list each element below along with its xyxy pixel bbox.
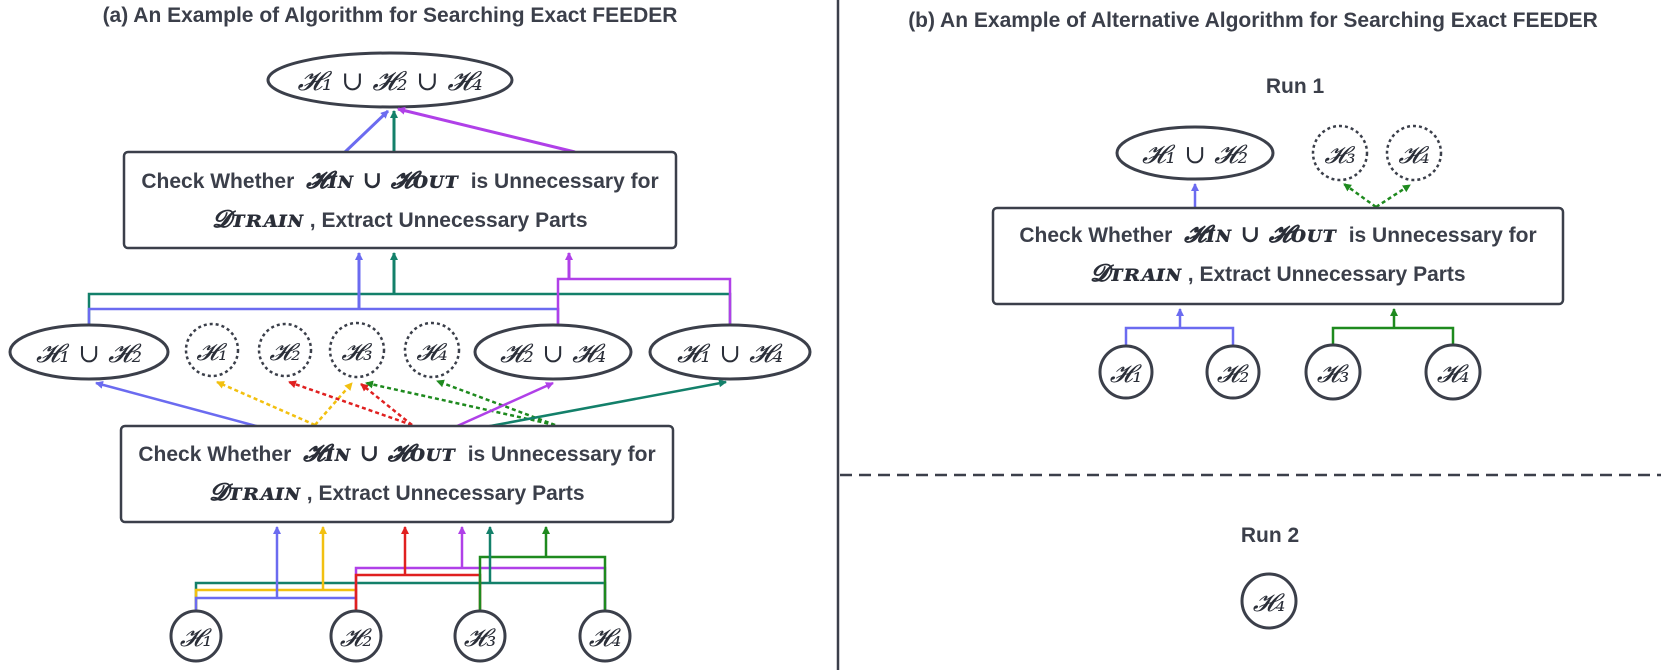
box-top-post2: , Extract Unnecessary Parts: [310, 209, 588, 232]
run1-input-h4: [1424, 343, 1482, 401]
process-box-top: [122, 150, 678, 250]
input-node-h1: [169, 609, 223, 663]
process-box-bottom: [119, 424, 675, 524]
box-top-math2: 𝓓ᴛʀᴀɪɴ: [212, 204, 304, 233]
run1-box-pre: Check Whether: [1019, 224, 1172, 247]
box-bottom-math: 𝓗ɪɴ ∪ 𝓗ᴏᴜᴛ: [302, 438, 456, 467]
run1-input-h4-label: 𝓗₄: [1437, 359, 1470, 388]
mid-node-h2-label: 𝓗₂: [269, 338, 300, 366]
edge-box-to-union-purple: [397, 106, 576, 154]
run1-box-line1: Check Whether 𝓗ɪɴ ∪ 𝓗ᴏᴜᴛ is Unnecessary …: [1019, 219, 1536, 248]
mid-node-h2-h4-label: 𝓗₂ ∪ 𝓗₄: [500, 339, 606, 369]
box-top-line2: 𝓓ᴛʀᴀɪɴ , Extract Unnecessary Parts: [212, 204, 587, 233]
mid-node-h4: [403, 321, 461, 379]
run1-output-label: 𝓗₁ ∪ 𝓗₂: [1142, 140, 1248, 170]
run1-edge-removed-h3: [1343, 182, 1377, 209]
box-top-pre: Check Whether: [141, 170, 294, 193]
box-top-line1: Check Whether 𝓗ɪɴ ∪ 𝓗ᴏᴜᴛ is Unnecessary …: [141, 165, 658, 194]
run1-removed-h3-label: 𝓗₃: [1324, 141, 1355, 169]
panel-b-title: (b) An Example of Alternative Algorithm …: [908, 9, 1598, 32]
collector-blue: [87, 307, 560, 330]
run1-input-h2: [1205, 344, 1261, 400]
run1-input-h1-label: 𝓗₁: [1110, 359, 1143, 388]
mid-node-h2-h4: [473, 323, 633, 381]
run1-box-post2: , Extract Unnecessary Parts: [1188, 263, 1466, 286]
mid-node-h3: [328, 321, 386, 379]
edge-to-h2-dotted: [288, 380, 413, 427]
run1-bus-blue: [1124, 326, 1235, 350]
run1-input-h2-label: 𝓗₂: [1217, 359, 1250, 388]
run1-edge-removed-h4: [1375, 183, 1411, 209]
box-top-post: is Unnecessary for: [471, 170, 659, 193]
edge-to-h2h4: [454, 381, 554, 429]
edge-to-h3-red-dotted: [360, 383, 413, 426]
mid-node-h1-h4: [648, 323, 812, 381]
run1-box-math2: 𝓓ᴛʀᴀɪɴ: [1090, 258, 1182, 287]
input-node-h2: [329, 609, 383, 663]
top-union-node: [266, 51, 514, 109]
run1-removed-h4: [1385, 124, 1443, 182]
box-top-math: 𝓗ɪɴ ∪ 𝓗ᴏᴜᴛ: [305, 165, 459, 194]
input-node-h1-label: 𝓗₁: [180, 623, 213, 652]
mid-node-h1-h2: [8, 323, 170, 381]
run1-box-post: is Unnecessary for: [1349, 224, 1537, 247]
input-node-h3-label: 𝓗₃: [464, 623, 497, 652]
box-bottom-pre: Check Whether: [138, 443, 291, 466]
box-bottom-post2: , Extract Unnecessary Parts: [307, 482, 585, 505]
edge-to-h1h4: [484, 379, 727, 429]
run1-box-line2: 𝓓ᴛʀᴀɪɴ , Extract Unnecessary Parts: [1090, 258, 1465, 287]
collector-teal: [87, 292, 732, 330]
run2-node-h4: [1240, 572, 1298, 630]
input-node-h3: [453, 609, 507, 663]
mid-node-h4-label: 𝓗₄: [416, 338, 447, 366]
edge-to-h1-dotted: [216, 380, 316, 427]
box-bottom-post: is Unnecessary for: [468, 443, 656, 466]
run1-removed-h4-label: 𝓗₄: [1398, 141, 1429, 169]
run1-input-h1: [1098, 344, 1154, 400]
box-bottom-line2: 𝓓ᴛʀᴀɪɴ , Extract Unnecessary Parts: [209, 477, 584, 506]
run1-process-box: [991, 206, 1565, 306]
mid-node-h1-label: 𝓗₁: [196, 338, 227, 366]
panel-a-title: (a) An Example of Algorithm for Searchin…: [103, 4, 678, 27]
input-node-h4-label: 𝓗₄: [589, 623, 622, 652]
mid-node-h1-h4-label: 𝓗₁ ∪ 𝓗₄: [677, 339, 783, 369]
run1-box-math: 𝓗ɪɴ ∪ 𝓗ᴏᴜᴛ: [1183, 219, 1337, 248]
bus-green: [478, 555, 607, 612]
input-node-h4: [578, 609, 632, 663]
top-union-label: 𝓗₁ ∪ 𝓗₂ ∪ 𝓗₄: [297, 66, 482, 97]
run1-input-h3: [1304, 343, 1362, 401]
edge-to-h1h2: [95, 380, 261, 429]
collector-purple: [556, 277, 732, 330]
run1-label: Run 1: [1266, 75, 1325, 98]
run2-label: Run 2: [1241, 524, 1299, 547]
bus-blue: [194, 596, 356, 612]
input-node-h2-label: 𝓗₂: [340, 623, 373, 652]
box-bottom-math2: 𝓓ᴛʀᴀɪɴ: [209, 477, 301, 506]
run1-output-node: [1115, 125, 1275, 181]
mid-node-h1: [184, 322, 240, 378]
edge-box-to-union-blue: [343, 109, 390, 154]
run1-removed-h3: [1311, 124, 1369, 182]
edge-to-h3-yellow-dotted: [314, 382, 353, 426]
run1-input-h3-label: 𝓗₃: [1317, 359, 1350, 388]
run2-node-h4-label: 𝓗₄: [1253, 588, 1286, 617]
mid-node-h3-label: 𝓗₃: [341, 338, 372, 366]
mid-node-h2: [257, 322, 313, 378]
mid-node-h1-h2-label: 𝓗₁ ∪ 𝓗₂: [36, 339, 142, 369]
box-bottom-line1: Check Whether 𝓗ɪɴ ∪ 𝓗ᴏᴜᴛ is Unnecessary …: [138, 438, 655, 467]
run1-bus-green: [1331, 326, 1455, 350]
bus-red: [354, 573, 482, 612]
edge-to-h3-green-dotted: [365, 380, 556, 427]
